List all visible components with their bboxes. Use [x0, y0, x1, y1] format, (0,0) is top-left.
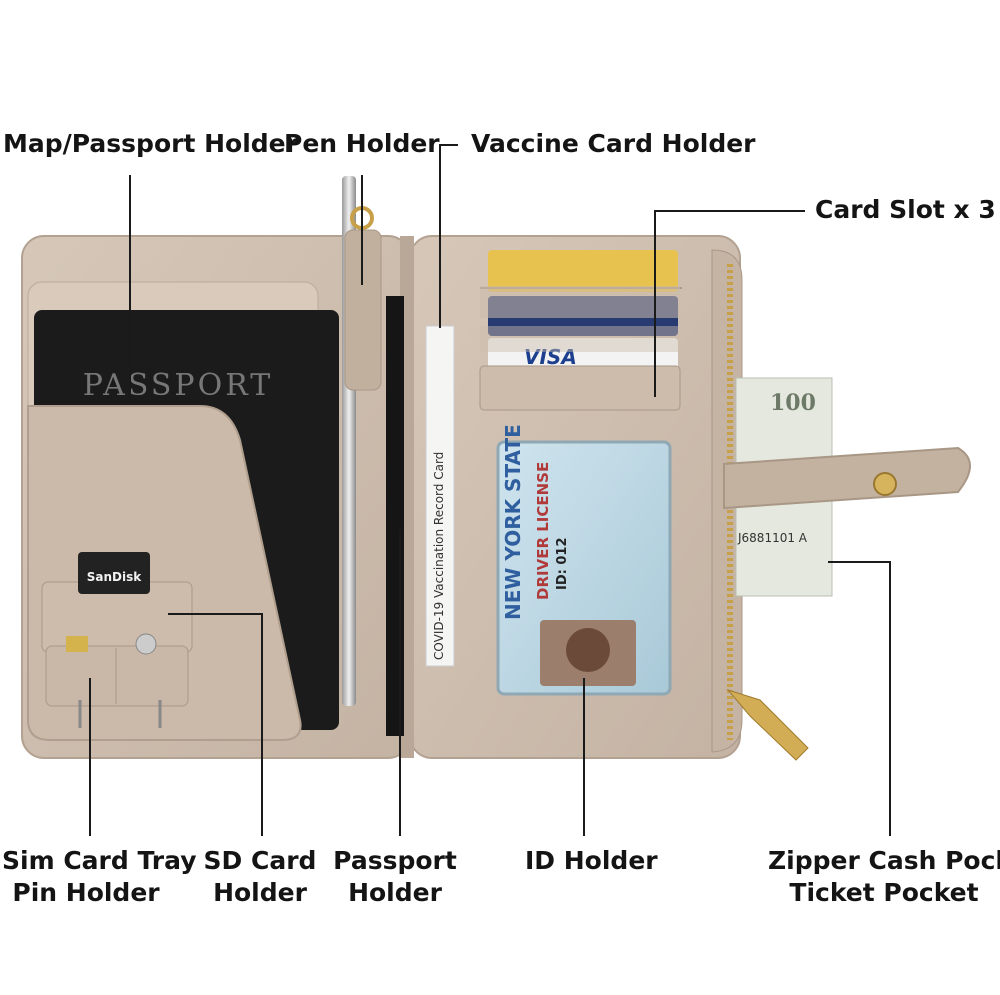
label-sd-card-holder: SD Card Holder [200, 845, 320, 909]
label-sd-card-holder-line1: SD Card [203, 846, 317, 875]
id-type-text: DRIVER LICENSE [534, 462, 552, 600]
label-sd-card-holder-line2: Holder [213, 878, 307, 907]
label-zipper-cash-pocket-line2: Ticket Pocket [789, 878, 979, 907]
label-pen-holder: Pen Holder [284, 129, 440, 158]
label-vaccine-card-holder: Vaccine Card Holder [471, 129, 756, 158]
label-card-slot: Card Slot x 3 [815, 195, 996, 224]
label-map-passport-holder: Map/Passport Holder [3, 129, 298, 158]
card-brand-text: VISA [524, 345, 577, 369]
vaccine-card-text: COVID-19 Vaccination Record Card [432, 452, 446, 660]
id-number-text: ID: 012 [555, 538, 570, 591]
vaccine-card [425, 325, 455, 667]
label-id-holder: ID Holder [525, 846, 658, 875]
bill-value-text: 100 [770, 390, 816, 416]
passport-cover-text: PASSPORT [83, 368, 274, 403]
bill-serial-text: J6881101 A [737, 531, 808, 545]
label-passport-holder-line2: Holder [348, 878, 442, 907]
snap-strap [723, 446, 971, 510]
passport-slot [386, 296, 404, 736]
card-slot-3 [479, 365, 681, 411]
sd-brand-text: SanDisk [87, 570, 143, 584]
snap-button [873, 472, 897, 496]
card-slot-2 [480, 326, 680, 352]
label-sim-card-tray: Sim Card Tray Pin Holder [2, 845, 197, 909]
label-zipper-cash-pocket: Zipper Cash Pocket Ticket Pocket [768, 845, 1000, 909]
label-passport-holder-line1: Passport [333, 846, 457, 875]
id-state-text: NEW YORK STATE [501, 424, 525, 620]
label-sim-card-tray-line2: Pin Holder [12, 878, 160, 907]
sim-tray-pocket [45, 645, 189, 707]
sd-card [78, 552, 150, 594]
callout-lines [89, 144, 891, 836]
label-sim-card-tray-line1: Sim Card Tray [2, 846, 197, 875]
label-zipper-cash-pocket-line1: Zipper Cash Pocket [768, 846, 1000, 875]
label-passport-holder: Passport Holder [330, 845, 460, 909]
card-slot-1 [480, 286, 680, 318]
